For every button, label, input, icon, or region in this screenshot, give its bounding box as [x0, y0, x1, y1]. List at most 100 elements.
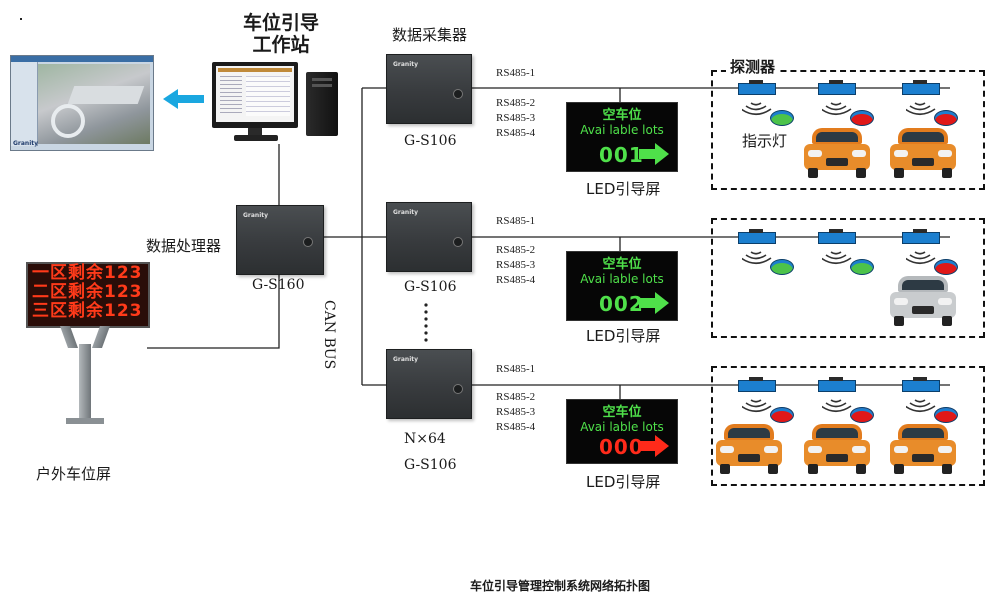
rs485-label: RS485-4 — [496, 127, 536, 139]
car-icon — [716, 424, 782, 476]
led-screen-1: 空车位 Avai lable lots 001 — [566, 102, 678, 172]
led-number: 002 — [599, 292, 644, 316]
detector-sensor — [738, 80, 776, 95]
outdoor-screen: 一区剩余123 二区剩余123 三区剩余123 — [26, 262, 150, 328]
car-icon — [804, 128, 870, 180]
indicator-light-free — [850, 259, 874, 275]
car-icon — [890, 424, 956, 476]
indicator-label: 指示灯 — [742, 130, 788, 151]
signal-waves-icon — [742, 399, 772, 413]
signal-waves-icon — [906, 251, 936, 265]
app-brand: Granity — [13, 140, 39, 147]
led-line2: Avai lable lots — [580, 420, 664, 434]
rs485-label: RS485-4 — [496, 274, 536, 286]
led-screen-label-3: LED引导屏 — [586, 473, 661, 491]
parking-zone-3 — [711, 366, 985, 486]
workstation-title: 车位引导 工作站 — [226, 12, 336, 56]
indicator-light-occupied — [770, 407, 794, 423]
signal-waves-icon — [742, 102, 772, 116]
detector-sensor — [902, 229, 940, 244]
parking-zone-2 — [711, 218, 985, 338]
collector-box-2: Granity — [386, 202, 472, 272]
collector-box-3: Granity — [386, 349, 472, 419]
indicator-light-occupied — [850, 110, 874, 126]
led-line2: Avai lable lots — [580, 272, 664, 286]
detector-label: 探测器 — [726, 56, 780, 77]
processor-brand: Granity — [243, 212, 269, 219]
processor-label: 数据处理器 — [146, 237, 222, 255]
led-screen-2: 空车位 Avai lable lots 002 — [566, 251, 678, 321]
signal-waves-icon — [822, 102, 852, 116]
indicator-light-occupied — [934, 259, 958, 275]
rs485-label: RS485-1 — [496, 67, 536, 79]
collector-brand: Granity — [393, 356, 419, 363]
software-screenshot: Granity — [10, 55, 154, 151]
collector-header: 数据采集器 — [392, 26, 468, 44]
can-bus-label: CAN BUS — [321, 300, 337, 370]
arrow-right-icon — [639, 292, 669, 314]
rs485-label: RS485-3 — [496, 112, 536, 124]
detector-sensor — [902, 80, 940, 95]
detector-sensor — [738, 229, 776, 244]
rs485-label: RS485-1 — [496, 215, 536, 227]
rs485-label: RS485-3 — [496, 406, 536, 418]
workstation-title-line2: 工作站 — [252, 34, 310, 56]
car-icon — [804, 424, 870, 476]
arrow-right-icon — [639, 143, 669, 165]
indicator-light-free — [770, 110, 794, 126]
knob-icon — [453, 384, 463, 394]
led-screen-label-1: LED引导屏 — [586, 180, 661, 198]
detector-sensor — [818, 229, 856, 244]
parking-zone-1 — [711, 70, 985, 190]
signal-waves-icon — [822, 399, 852, 413]
led-screen-3: 空车位 Avai lable lots 000 — [566, 399, 678, 464]
detector-sensor — [902, 377, 940, 392]
arrow-right-icon — [639, 435, 669, 457]
outdoor-screen-pole — [59, 326, 111, 426]
collector-box-1: Granity — [386, 54, 472, 124]
led-line1: 空车位 — [602, 108, 642, 123]
collector-model-2: G-S106 — [404, 279, 457, 295]
detector-sensor — [738, 377, 776, 392]
collector-count-note: N×64 — [404, 431, 446, 447]
car-icon — [890, 276, 956, 328]
indicator-light-occupied — [934, 407, 958, 423]
collector-brand: Granity — [393, 61, 419, 68]
knob-icon — [453, 237, 463, 247]
led-number: 000 — [599, 435, 644, 459]
signal-waves-icon — [906, 102, 936, 116]
led-line1: 空车位 — [602, 257, 642, 272]
led-number: 001 — [599, 143, 644, 167]
collector-model-1: G-S106 — [404, 133, 457, 149]
signal-waves-icon — [822, 251, 852, 265]
workstation-title-line1: 车位引导 — [242, 12, 319, 34]
rs485-label: RS485-2 — [496, 391, 536, 403]
indicator-light-occupied — [934, 110, 958, 126]
led-line2: Avai lable lots — [580, 123, 664, 137]
processor-model: G-S160 — [252, 277, 305, 293]
outdoor-row-2: 二区剩余123 — [32, 282, 143, 302]
knob-icon — [303, 237, 313, 247]
indicator-light-free — [770, 259, 794, 275]
diagram-caption: 车位引导管理控制系统网络拓扑图 — [469, 579, 650, 593]
processor-box: Granity — [236, 205, 324, 275]
detector-sensor — [818, 80, 856, 95]
outdoor-row-3: 三区剩余123 — [32, 301, 143, 321]
signal-waves-icon — [742, 251, 772, 265]
signal-waves-icon — [906, 399, 936, 413]
led-screen-label-2: LED引导屏 — [586, 327, 661, 345]
outdoor-screen-label: 户外车位屏 — [36, 465, 112, 483]
rs485-label: RS485-2 — [496, 244, 536, 256]
rs485-label: RS485-3 — [496, 259, 536, 271]
outdoor-row-1: 一区剩余123 — [32, 263, 143, 283]
collector-model-3: G-S106 — [404, 457, 457, 473]
detector-sensor — [818, 377, 856, 392]
arrow-icon — [163, 89, 204, 109]
knob-icon — [453, 89, 463, 99]
computer-icon — [212, 62, 342, 146]
indicator-light-occupied — [850, 407, 874, 423]
marker-dot — [20, 18, 22, 20]
led-line1: 空车位 — [602, 405, 642, 420]
rs485-label: RS485-2 — [496, 97, 536, 109]
